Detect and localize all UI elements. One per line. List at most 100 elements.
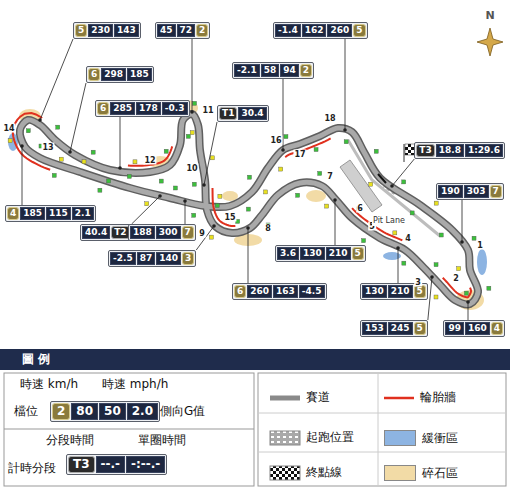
legend-divider [258,452,506,453]
speed-value: 210 [326,247,351,260]
speed-value: 245 [388,322,413,335]
leader-dot [118,166,122,170]
tyre-wall-sample [384,397,414,400]
legend-divider [378,373,379,486]
legend-swatch [384,465,416,481]
speed-value: 130 [362,285,387,298]
legend-panel [258,373,506,486]
corner-number: 11 [201,106,214,115]
corner-number: 17 [293,150,306,159]
gear-badge: 2 [300,64,312,77]
leader-dot [430,275,434,279]
corner-number: 14 [2,124,15,133]
legend-sample-space [270,431,300,445]
corner-number: 6 [356,204,364,213]
legend-annotation: 單圈時間 [138,433,186,448]
marshal-post [59,157,63,161]
leader-line [392,159,414,186]
speed-value: 58 [261,64,280,77]
tyre-wall [128,146,172,165]
legend-annotation: 側向G值 [160,404,205,419]
timing-badge: T1 [219,107,237,120]
timing-badge: T3 [68,456,95,473]
speed-callout: 1883007 [128,224,196,241]
speed-value: 115 [46,207,71,220]
marshal-post [190,131,194,135]
leader-line [428,277,432,320]
speed-value: 260 [327,24,352,37]
leader-dot [202,183,206,187]
leader-dot [396,246,400,250]
marshal-post [434,201,438,205]
legend-sample-box: 280502.0 [50,401,160,422]
marshal-post [487,286,491,290]
speed-value: 72 [177,24,196,37]
speed-callout: T130.4 [217,105,269,122]
legend-panel [4,373,254,486]
speed-value: 163 [273,285,298,298]
corner-number: 18 [323,114,336,123]
gear-badge: 4 [7,207,19,220]
marshal-post [173,186,177,190]
speed-value: 190 [438,185,463,198]
speed-value: 1:29.6 [465,144,503,157]
leader-line [335,200,336,245]
corner-number: 15 [223,213,236,222]
legend-divider [258,413,506,414]
speed-value: 298 [101,68,126,81]
tyre-wall [285,138,330,157]
legend-entry: 起跑位置 [270,430,354,445]
marshal-post [52,173,56,177]
speed-value: 40.4 [82,226,110,239]
legend-text: 緩衝區 [422,431,458,446]
speed-callout: -2.5871403 [108,250,196,267]
marshal-post [56,125,60,129]
speed-value: -2.5 [110,252,136,265]
leader-dot [343,128,347,132]
finish-flag [378,144,419,183]
leader-dot [333,198,337,202]
marshal-post [369,182,373,186]
speed-value: -:--.- [126,456,165,473]
gear-badge: 6 [234,285,246,298]
gear-badge: 3 [182,252,194,265]
speed-value: 94 [280,64,299,77]
legend-header-bar [0,349,510,370]
leader-line [192,39,193,112]
marshal-post [410,211,414,215]
legend-entry: 輪胎牆 [384,390,456,405]
compass-label: N [485,10,494,22]
leader-dot [212,224,216,228]
marshal-post [439,233,443,237]
legend-text: 起跑位置 [306,430,354,445]
speed-value: 285 [110,102,135,115]
legend-text: 碎石區 [422,466,458,481]
speed-value: 300 [156,226,181,239]
marshal-post [215,204,219,208]
gear-badge: 2 [196,24,208,37]
speed-value: -0.3 [162,102,188,115]
marshal-post [434,295,438,299]
corner-number: 9 [198,229,206,238]
pit-lane-label: Pit Lane [372,216,406,226]
speed-value: 185 [20,207,45,220]
gear-badge: 5 [75,24,87,37]
gear-badge: 2 [52,403,70,420]
speed-callout: 45722 [155,22,210,39]
speed-value: 140 [156,252,181,265]
legend-divider [4,429,254,430]
leader-dot [190,110,194,114]
marshal-post [159,179,163,183]
speed-value: 87 [137,252,156,265]
marshal-post [374,149,378,153]
leader-dot [38,118,42,122]
speed-value: 3.6 [277,247,299,260]
legend-sample-space [384,391,414,405]
marshal-post [279,167,283,171]
leader-line [468,302,469,320]
speed-value: 50 [99,403,126,420]
speed-callout: 1903037 [436,183,504,200]
speed-callout: 6298185 [86,66,154,83]
leader-line [196,226,214,250]
